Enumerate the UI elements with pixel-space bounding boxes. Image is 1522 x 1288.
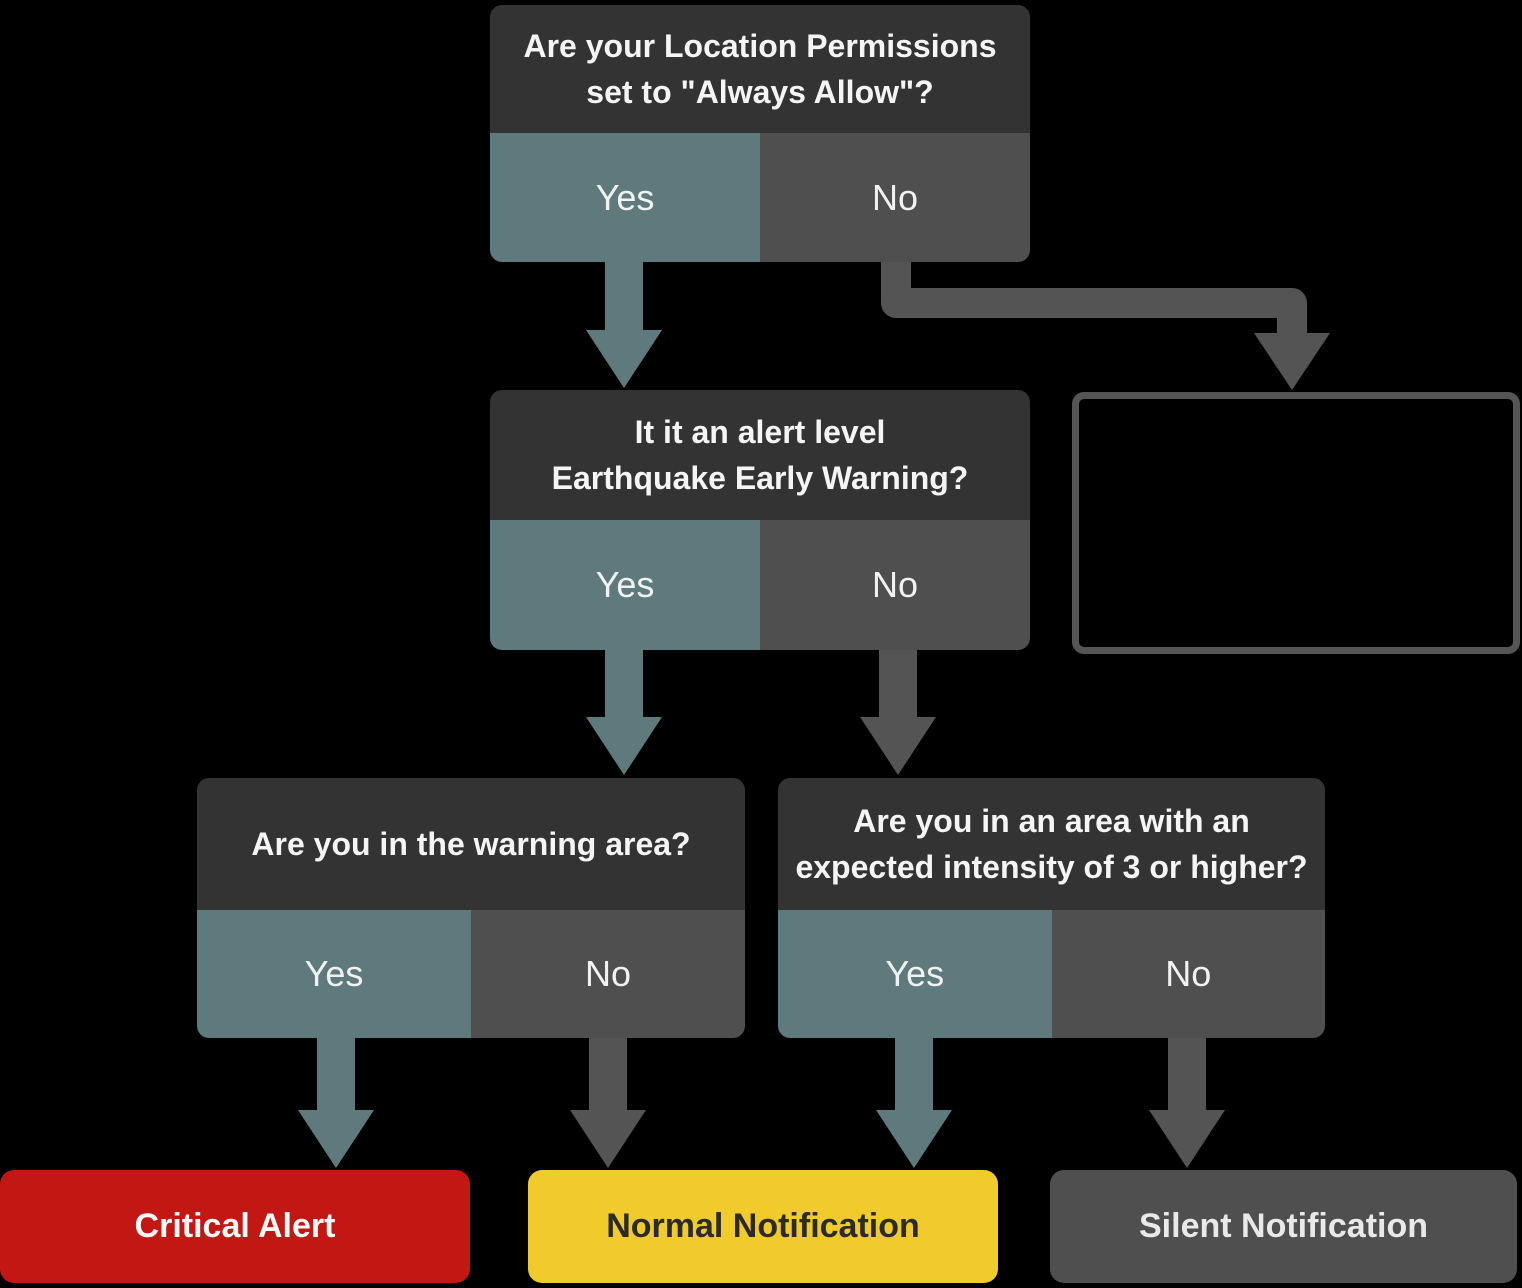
answer-yes: Yes: [778, 910, 1052, 1038]
arrow-q4-yes-icon: [876, 1036, 952, 1168]
answer-yes: Yes: [490, 133, 760, 262]
question-expected-intensity-title: Are you in an area with an expected inte…: [778, 778, 1325, 910]
arrow-q3-yes-icon: [298, 1036, 374, 1168]
answer-yes: Yes: [490, 520, 760, 650]
answer-row: Yes No: [778, 910, 1325, 1038]
arrow-q2-no-icon: [860, 648, 936, 775]
answer-no: No: [760, 520, 1030, 650]
question-expected-intensity: Are you in an area with an expected inte…: [778, 778, 1325, 1038]
result-critical-alert: Critical Alert: [0, 1170, 470, 1283]
arrow-q4-no-icon: [1149, 1036, 1225, 1168]
arrow-q1-yes-icon: [586, 260, 662, 388]
question-location-permissions: Are your Location Permissions set to "Al…: [490, 5, 1030, 262]
question-text-line: It it an alert level: [634, 414, 886, 450]
answer-row: Yes No: [490, 520, 1030, 650]
question-warning-area: Are you in the warning area? Yes No: [197, 778, 745, 1038]
question-alert-level-eew-title: It it an alert level Earthquake Early Wa…: [490, 390, 1030, 520]
arrowhead-q1-no-icon: [1254, 333, 1330, 390]
question-text-line: Are your Location Permissions: [523, 28, 997, 64]
note-box-illegible: [1072, 392, 1520, 654]
question-text-line: Earthquake Early Warning?: [551, 460, 969, 496]
question-text-line: set to "Always Allow"?: [586, 74, 934, 110]
question-text-line: Are you in an area with an: [853, 803, 1250, 839]
question-text-line: expected intensity of 3 or higher?: [795, 849, 1308, 885]
result-silent-notification: Silent Notification: [1050, 1170, 1517, 1283]
arrow-q2-yes-icon: [586, 648, 662, 775]
answer-no: No: [760, 133, 1030, 262]
connector-q1-no: [881, 260, 1307, 338]
question-warning-area-title: Are you in the warning area?: [197, 778, 745, 910]
answer-row: Yes No: [197, 910, 745, 1038]
question-text-line: Are you in the warning area?: [251, 826, 691, 862]
answer-row: Yes No: [490, 133, 1030, 262]
answer-no: No: [471, 910, 745, 1038]
result-normal-notification: Normal Notification: [528, 1170, 998, 1283]
question-alert-level-eew: It it an alert level Earthquake Early Wa…: [490, 390, 1030, 650]
answer-no: No: [1051, 910, 1325, 1038]
arrow-q3-no-icon: [570, 1036, 646, 1168]
question-location-permissions-title: Are your Location Permissions set to "Al…: [490, 5, 1030, 133]
answer-yes: Yes: [197, 910, 471, 1038]
